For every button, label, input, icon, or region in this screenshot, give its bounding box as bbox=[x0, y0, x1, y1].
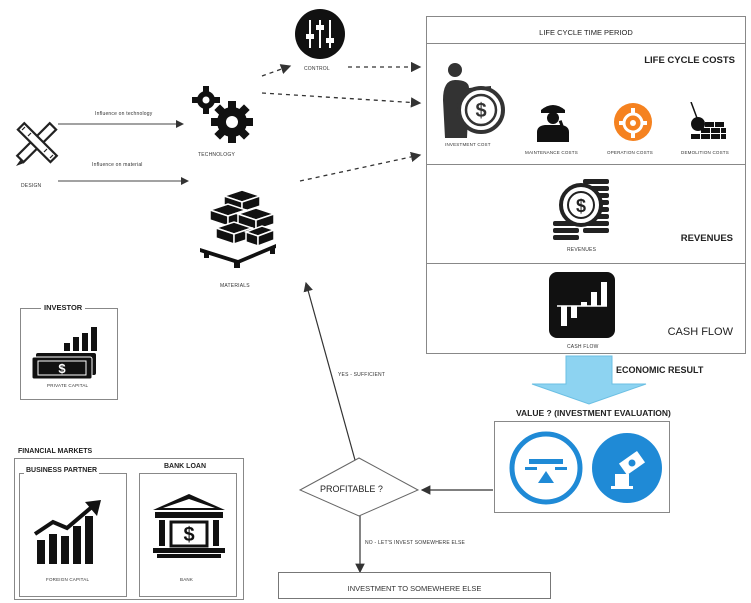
lifecycle-cashflow-section: CASH FLOW CASH FLOW bbox=[427, 264, 745, 356]
edge-label-no: NO - LET'S INVEST SOMEWHERE ELSE bbox=[365, 540, 466, 546]
financial-markets-title: FINANCIAL MARKETS bbox=[18, 448, 93, 455]
money-evaluation-icon bbox=[592, 433, 662, 503]
lifecycle-period-header: LIFE CYCLE TIME PERIOD bbox=[427, 17, 745, 44]
investor-title: INVESTOR bbox=[41, 303, 86, 312]
balance-scale-icon bbox=[509, 431, 583, 505]
edge-technology-lifecycle bbox=[261, 92, 422, 108]
edge-technology-control bbox=[261, 64, 292, 77]
cost-label-demolition: DEMOLITION COSTS bbox=[681, 150, 729, 155]
lifecycle-revenues-section: $ REVENUES REVENUES bbox=[427, 165, 745, 264]
private-capital-icon: $ bbox=[32, 327, 97, 379]
investor-money-icon: $ bbox=[443, 63, 505, 138]
cost-label-operation: OPERATION COSTS bbox=[607, 150, 653, 155]
demolition-wrecking-ball-icon bbox=[690, 102, 726, 139]
control-label: CONTROL bbox=[304, 66, 330, 72]
lifecycle-costs-section: LIFE CYCLE COSTS $ INVESTMENT COST MAINT… bbox=[427, 44, 745, 165]
bank-loan-title: BANK LOAN bbox=[162, 463, 208, 470]
business-partner-caption: FOREIGN CAPITAL bbox=[46, 577, 90, 582]
operation-gear-icon bbox=[614, 103, 652, 141]
cashflow-chart-icon bbox=[549, 272, 615, 338]
design-label: DESIGN bbox=[21, 183, 42, 189]
investment-elsewhere-label: INVESTMENT TO SOMEWHERE ELSE bbox=[347, 584, 482, 593]
edge-label-design-materials: Influence on material bbox=[92, 162, 143, 168]
profitable-label: PROFITABLE ? bbox=[320, 484, 383, 494]
bank-building-icon: $ bbox=[153, 494, 225, 558]
coins-dollar-icon: $ bbox=[553, 179, 609, 240]
pallet-bricks-icon bbox=[200, 189, 277, 268]
investment-elsewhere-box: INVESTMENT TO SOMEWHERE ELSE bbox=[278, 572, 551, 599]
economic-result-label: ECONOMIC RESULT bbox=[616, 365, 704, 375]
edge-label-yes: YES - SUFFICIENT bbox=[338, 372, 386, 378]
lifecycle-panel: LIFE CYCLE TIME PERIOD LIFE CYCLE COSTS … bbox=[426, 16, 746, 354]
design-node: DESIGN bbox=[10, 112, 62, 192]
financial-markets-box: BUSINESS PARTNER FOREIGN CAPITAL BANK LO… bbox=[14, 458, 244, 600]
technology-label: TECHNOLOGY bbox=[198, 152, 236, 158]
materials-label: MATERIALS bbox=[220, 283, 250, 289]
control-node: CONTROL bbox=[290, 8, 350, 74]
edge-materials-lifecycle bbox=[299, 151, 422, 182]
technology-node: TECHNOLOGY bbox=[186, 84, 262, 166]
control-sliders-icon bbox=[295, 9, 345, 59]
edge-label-design-technology: Influence on technology bbox=[95, 111, 153, 117]
profitable-diamond bbox=[298, 457, 420, 517]
gears-icon bbox=[192, 86, 253, 143]
svg-text:$: $ bbox=[576, 196, 586, 216]
maintenance-worker-icon bbox=[537, 105, 569, 142]
cashflow-caption: CASH FLOW bbox=[567, 344, 599, 350]
edge-profitable-materials bbox=[303, 281, 356, 461]
economic-result-arrow bbox=[531, 355, 647, 405]
lifecycle-period-title: LIFE CYCLE TIME PERIOD bbox=[539, 28, 633, 37]
revenues-title: REVENUES bbox=[680, 233, 733, 244]
revenues-caption: REVENUES bbox=[567, 247, 597, 253]
bank-loan-box: BANK LOAN $ BANK bbox=[139, 463, 237, 597]
materials-node: MATERIALS bbox=[196, 189, 286, 294]
svg-text:$: $ bbox=[58, 361, 66, 376]
value-evaluation-box bbox=[494, 421, 670, 513]
value-title: VALUE ? (INVESTMENT EVALUATION) bbox=[516, 408, 671, 418]
cashflow-title: CASH FLOW bbox=[667, 326, 733, 338]
investor-box: INVESTOR $ PRIVATE CAPITAL bbox=[20, 303, 118, 400]
ruler-pencil-icon bbox=[15, 121, 59, 166]
svg-text:$: $ bbox=[475, 100, 486, 122]
lifecycle-costs-title: LIFE CYCLE COSTS bbox=[644, 55, 735, 66]
business-partner-box: BUSINESS PARTNER FOREIGN CAPITAL bbox=[19, 467, 127, 597]
svg-text:$: $ bbox=[183, 524, 194, 546]
cost-label-investment: INVESTMENT COST bbox=[445, 142, 491, 147]
business-partner-title: BUSINESS PARTNER bbox=[24, 467, 100, 474]
growth-chart-icon bbox=[33, 500, 101, 564]
investor-caption: PRIVATE CAPITAL bbox=[47, 383, 89, 388]
cost-label-maintenance: MAINTENANCE COSTS bbox=[525, 150, 578, 155]
bank-caption: BANK bbox=[180, 577, 194, 582]
